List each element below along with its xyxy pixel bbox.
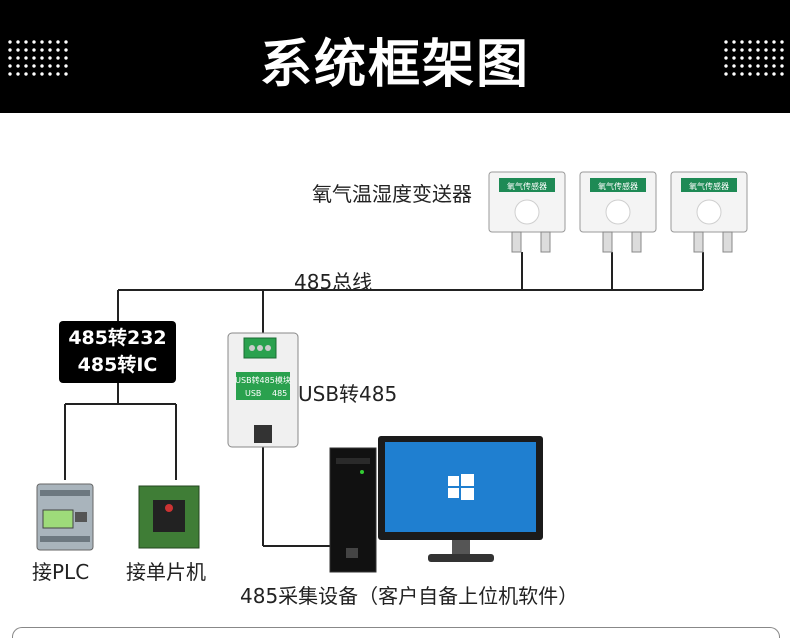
plc-label: 接PLC — [32, 560, 90, 584]
bus-label: 485总线 — [294, 270, 373, 294]
oxygen-sensor-3: 氧气传感器 — [670, 171, 748, 253]
mcu-board — [138, 485, 200, 549]
bottom-divider — [12, 627, 780, 638]
oxygen-sensor-2: 氧气传感器 — [579, 171, 657, 253]
oxygen-sensor-1: 氧气传感器 — [488, 171, 566, 253]
mcu-label: 接单片机 — [126, 560, 206, 584]
pc-label: 485采集设备（客户自备上位机软件） — [240, 584, 579, 608]
sensor-face-label: 氧气传感器 — [598, 181, 638, 191]
module-face-485: 485 — [272, 389, 287, 398]
page-title: 系统框架图 — [259, 35, 530, 95]
usb-485-module: USB转485模块 USB 485 — [227, 332, 299, 448]
module-face-usb: USB — [245, 389, 261, 398]
plc-device — [36, 483, 94, 551]
sensor-face-label: 氧气传感器 — [507, 181, 547, 191]
pc-tower — [329, 447, 377, 573]
windows-logo — [448, 474, 474, 500]
connection-lines — [64, 252, 704, 547]
usb-module-label: USB转485 — [298, 382, 398, 406]
sensor-group-label: 氧气温湿度变送器 — [312, 182, 472, 206]
converter-line2: 485转IC — [77, 354, 158, 376]
pc-monitor — [378, 436, 543, 562]
converter-badge: 485转232 485转IC — [59, 321, 176, 383]
dot-pattern-left — [6, 38, 70, 80]
sensor-face-label: 氧气传感器 — [689, 181, 729, 191]
module-face-title: USB转485模块 — [235, 375, 291, 385]
converter-line1: 485转232 — [68, 327, 167, 349]
dot-pattern-right — [722, 38, 786, 80]
header-banner: 系统框架图 — [0, 0, 790, 113]
